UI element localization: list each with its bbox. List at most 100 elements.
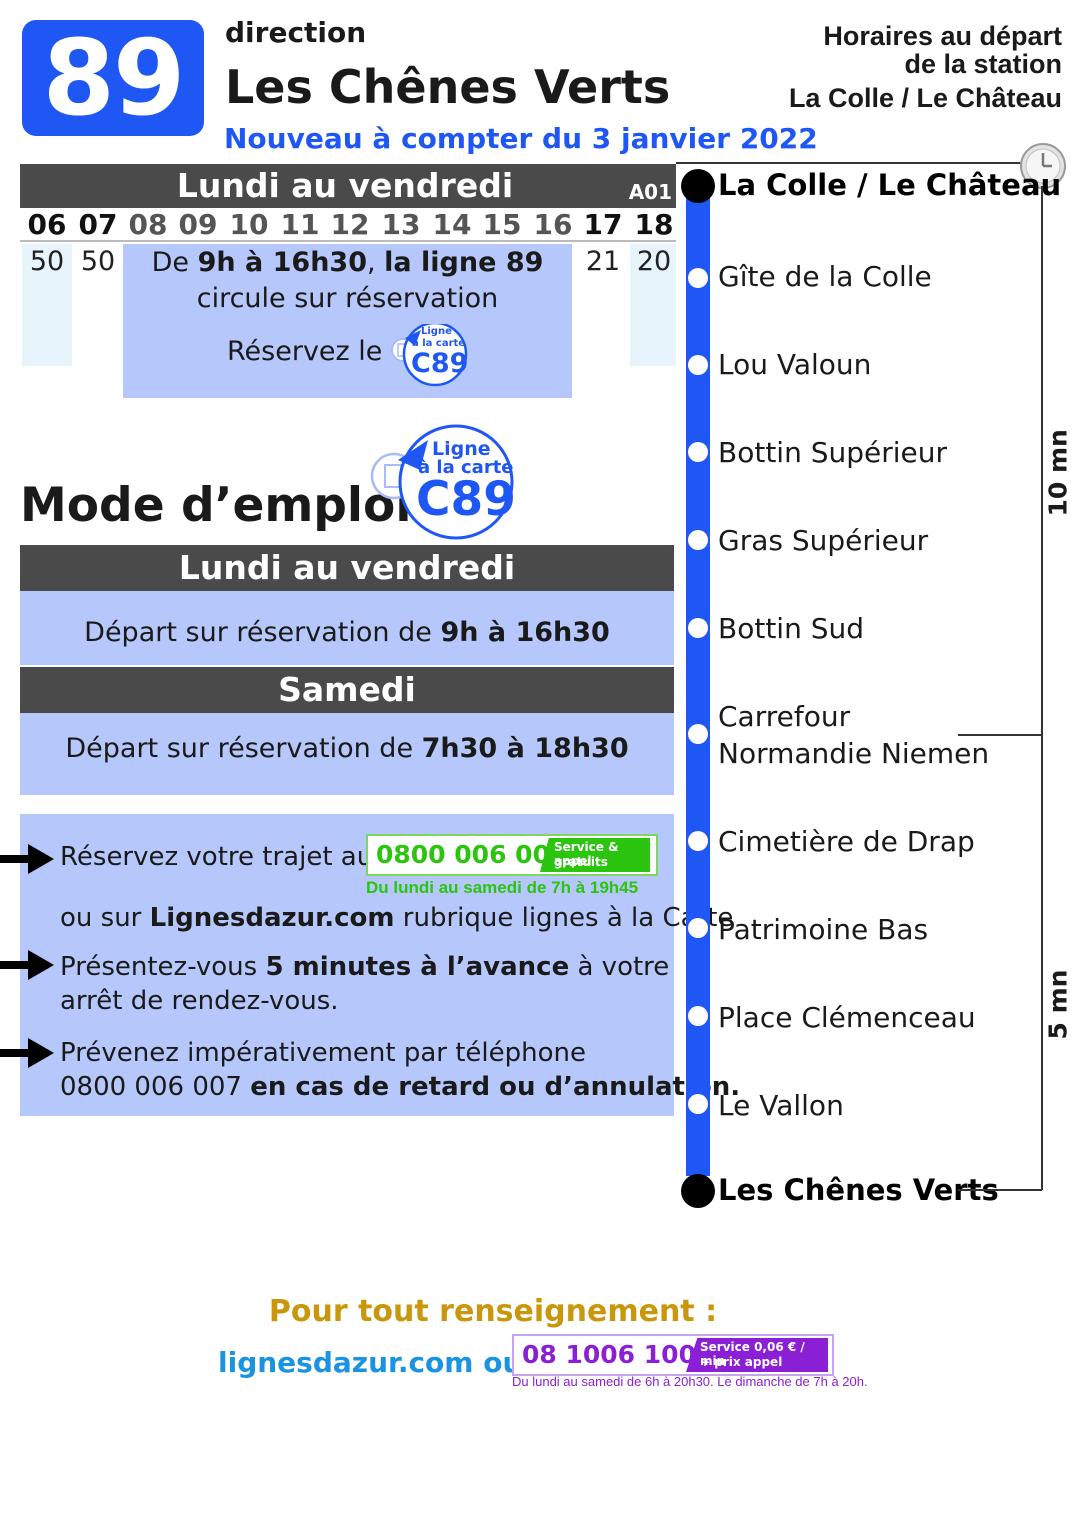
stop-name: Cimetière de Drap: [718, 825, 975, 858]
saturday-bar: Samedi: [20, 667, 674, 713]
hour-cell: 09: [178, 208, 218, 241]
weekday-text: Départ sur réservation de: [84, 617, 441, 648]
weekday-hours: 9h à 16h30: [440, 617, 610, 648]
stop-name: Bottin Supérieur: [718, 436, 948, 469]
column-band: [22, 244, 72, 366]
c89-large-line2: à la carte: [418, 457, 514, 478]
stop-name: Carrefour: [718, 700, 851, 733]
stop-name: Gîte de la Colle: [718, 260, 932, 293]
minute-cell: 20: [636, 246, 672, 277]
route-top-rule: [676, 162, 1046, 164]
c89-large-line1: Ligne: [432, 438, 491, 460]
stop-destination: Les Chênes Verts: [718, 1173, 999, 1207]
step3-line2: 0800 006 007 en cas de retard ou d’annul…: [60, 1070, 740, 1104]
hour-cell: 08: [128, 208, 168, 241]
step2-text: Présentez-vous 5 minutes à l’avance à vo…: [60, 950, 669, 984]
destination-title: Les Chênes Verts: [225, 60, 671, 114]
duration-second: 5 mn: [1043, 969, 1073, 1040]
footer-website[interactable]: lignesdazur.com ou: [218, 1346, 523, 1379]
hour-cell: 06: [27, 208, 67, 241]
departure-heading-line1: Horaires au départ: [823, 21, 1062, 51]
step2-post: à votre: [569, 952, 670, 982]
weekday-bar: Lundi au vendredi: [20, 545, 674, 591]
c89-large-code: C89: [416, 472, 516, 527]
reservation-hours: 9h à 16h30: [197, 247, 367, 278]
mode-emploi-title: Mode d’emploi: [20, 478, 412, 533]
terminus-dot: [681, 169, 715, 203]
weekday-box: Départ sur réservation de 9h à 16h30: [20, 591, 674, 665]
departure-station: La Colle / Le Château: [788, 83, 1062, 113]
paid-phone-tag: Service 0,06 € / min + prix appel: [686, 1338, 828, 1372]
saturday-box: Départ sur réservation de 7h30 à 18h30: [20, 713, 674, 795]
stop-dot: [688, 618, 708, 638]
step1-cont-post: rubrique lignes à la Carte: [394, 903, 734, 933]
saturday-text: Départ sur réservation de: [65, 733, 422, 764]
reservation-line3: Réservez le: [227, 336, 383, 367]
c89-small-code: C89: [411, 348, 469, 379]
duration-tick: [958, 734, 1042, 736]
stop-dot: [688, 355, 708, 375]
hour-cell: 18: [634, 208, 674, 241]
stop-dot: [688, 442, 708, 462]
timetable-header: Lundi au vendredi A01: [20, 164, 676, 208]
step2-line2: arrêt de rendez-vous.: [60, 986, 339, 1016]
step2-bold: 5 minutes à l’avance: [265, 952, 570, 982]
reservation-pre: De: [151, 247, 198, 278]
hour-cell: 07: [78, 208, 118, 241]
stop-name: Normandie Niemen: [718, 737, 990, 770]
paid-phone-tag-line2: + prix appel: [700, 1355, 783, 1369]
paid-phone-hours: Du lundi au samedi de 6h à 20h30. Le dim…: [512, 1374, 868, 1389]
direction-label: direction: [225, 16, 367, 49]
column-band: [630, 244, 676, 366]
arrow-right-icon: [0, 1038, 54, 1068]
paid-phone-number: 08 1006 1006: [522, 1340, 714, 1369]
stop-name: Bottin Sud: [718, 612, 865, 645]
step3-phone: 0800 006 007: [60, 1072, 251, 1102]
free-phone-tag-line2: gratuits: [554, 855, 608, 869]
step3-bold: en cas de retard ou d’annulation.: [250, 1072, 741, 1102]
step2-pre: Présentez-vous: [60, 952, 266, 982]
stop-dot: [688, 530, 708, 550]
free-phone-tag: Service & appel gratuits: [540, 838, 650, 872]
paid-phone-badge[interactable]: 08 1006 1006 Service 0,06 € / min + prix…: [512, 1334, 834, 1376]
line-number-badge: 89: [22, 20, 204, 136]
minute-cell: 50: [80, 246, 116, 277]
stop-name: Lou Valoun: [718, 348, 872, 381]
stop-dot: [688, 724, 708, 744]
hour-row: 06 07 08 09 10 11 12 13 14 15 16 17 18: [20, 208, 676, 242]
stop-name: Le Vallon: [718, 1089, 844, 1122]
stop-name: Gras Supérieur: [718, 524, 929, 557]
hour-cell: 10: [229, 208, 269, 241]
arrow-right-icon: [0, 950, 54, 980]
step1-cont-pre: ou sur: [60, 903, 150, 933]
arrow-right-icon: [0, 844, 54, 874]
reservation-line1: De 9h à 16h30, la ligne 89: [123, 246, 572, 280]
stop-dot: [688, 1006, 708, 1026]
stop-dot: [688, 831, 708, 851]
duration-first: 10 mn: [1043, 429, 1073, 517]
minute-cell: 50: [29, 246, 65, 277]
hour-cell: 12: [330, 208, 370, 241]
step3-line1: Prévenez impérativement par téléphone: [60, 1038, 587, 1068]
stop-name: Patrimoine Bas: [718, 913, 929, 946]
c89-small-line1: Ligne: [421, 326, 452, 337]
hour-cell: 15: [482, 208, 522, 241]
stop-dot: [688, 918, 708, 938]
timetable-title: Lundi au vendredi: [176, 166, 514, 205]
free-phone-number: 0800 006 007: [376, 840, 568, 869]
stop-name: Place Clémenceau: [718, 1001, 976, 1034]
hour-cell: 14: [432, 208, 472, 241]
c89-large-badge: Ligne à la carte C89: [370, 422, 516, 540]
reservation-period: De 9h à 16h30, la ligne 89 circule sur r…: [123, 244, 572, 398]
minute-cell: 21: [585, 246, 621, 277]
effective-date: Nouveau à compter du 3 janvier 2022: [224, 122, 818, 155]
paid-phone-tag-line1: Service 0,06 € / min: [700, 1340, 805, 1368]
free-phone-badge[interactable]: 0800 006 007 Service & appel gratuits: [366, 834, 658, 876]
hour-cell: 11: [280, 208, 320, 241]
stop-origin: La Colle / Le Château: [718, 168, 1062, 202]
reservation-sep: ,: [367, 247, 385, 278]
hour-cell: 16: [533, 208, 573, 241]
website-link[interactable]: Lignesdazur.com: [149, 903, 395, 933]
free-phone-tag-line1: Service & appel: [554, 840, 619, 868]
clock-icon: [1020, 143, 1066, 189]
